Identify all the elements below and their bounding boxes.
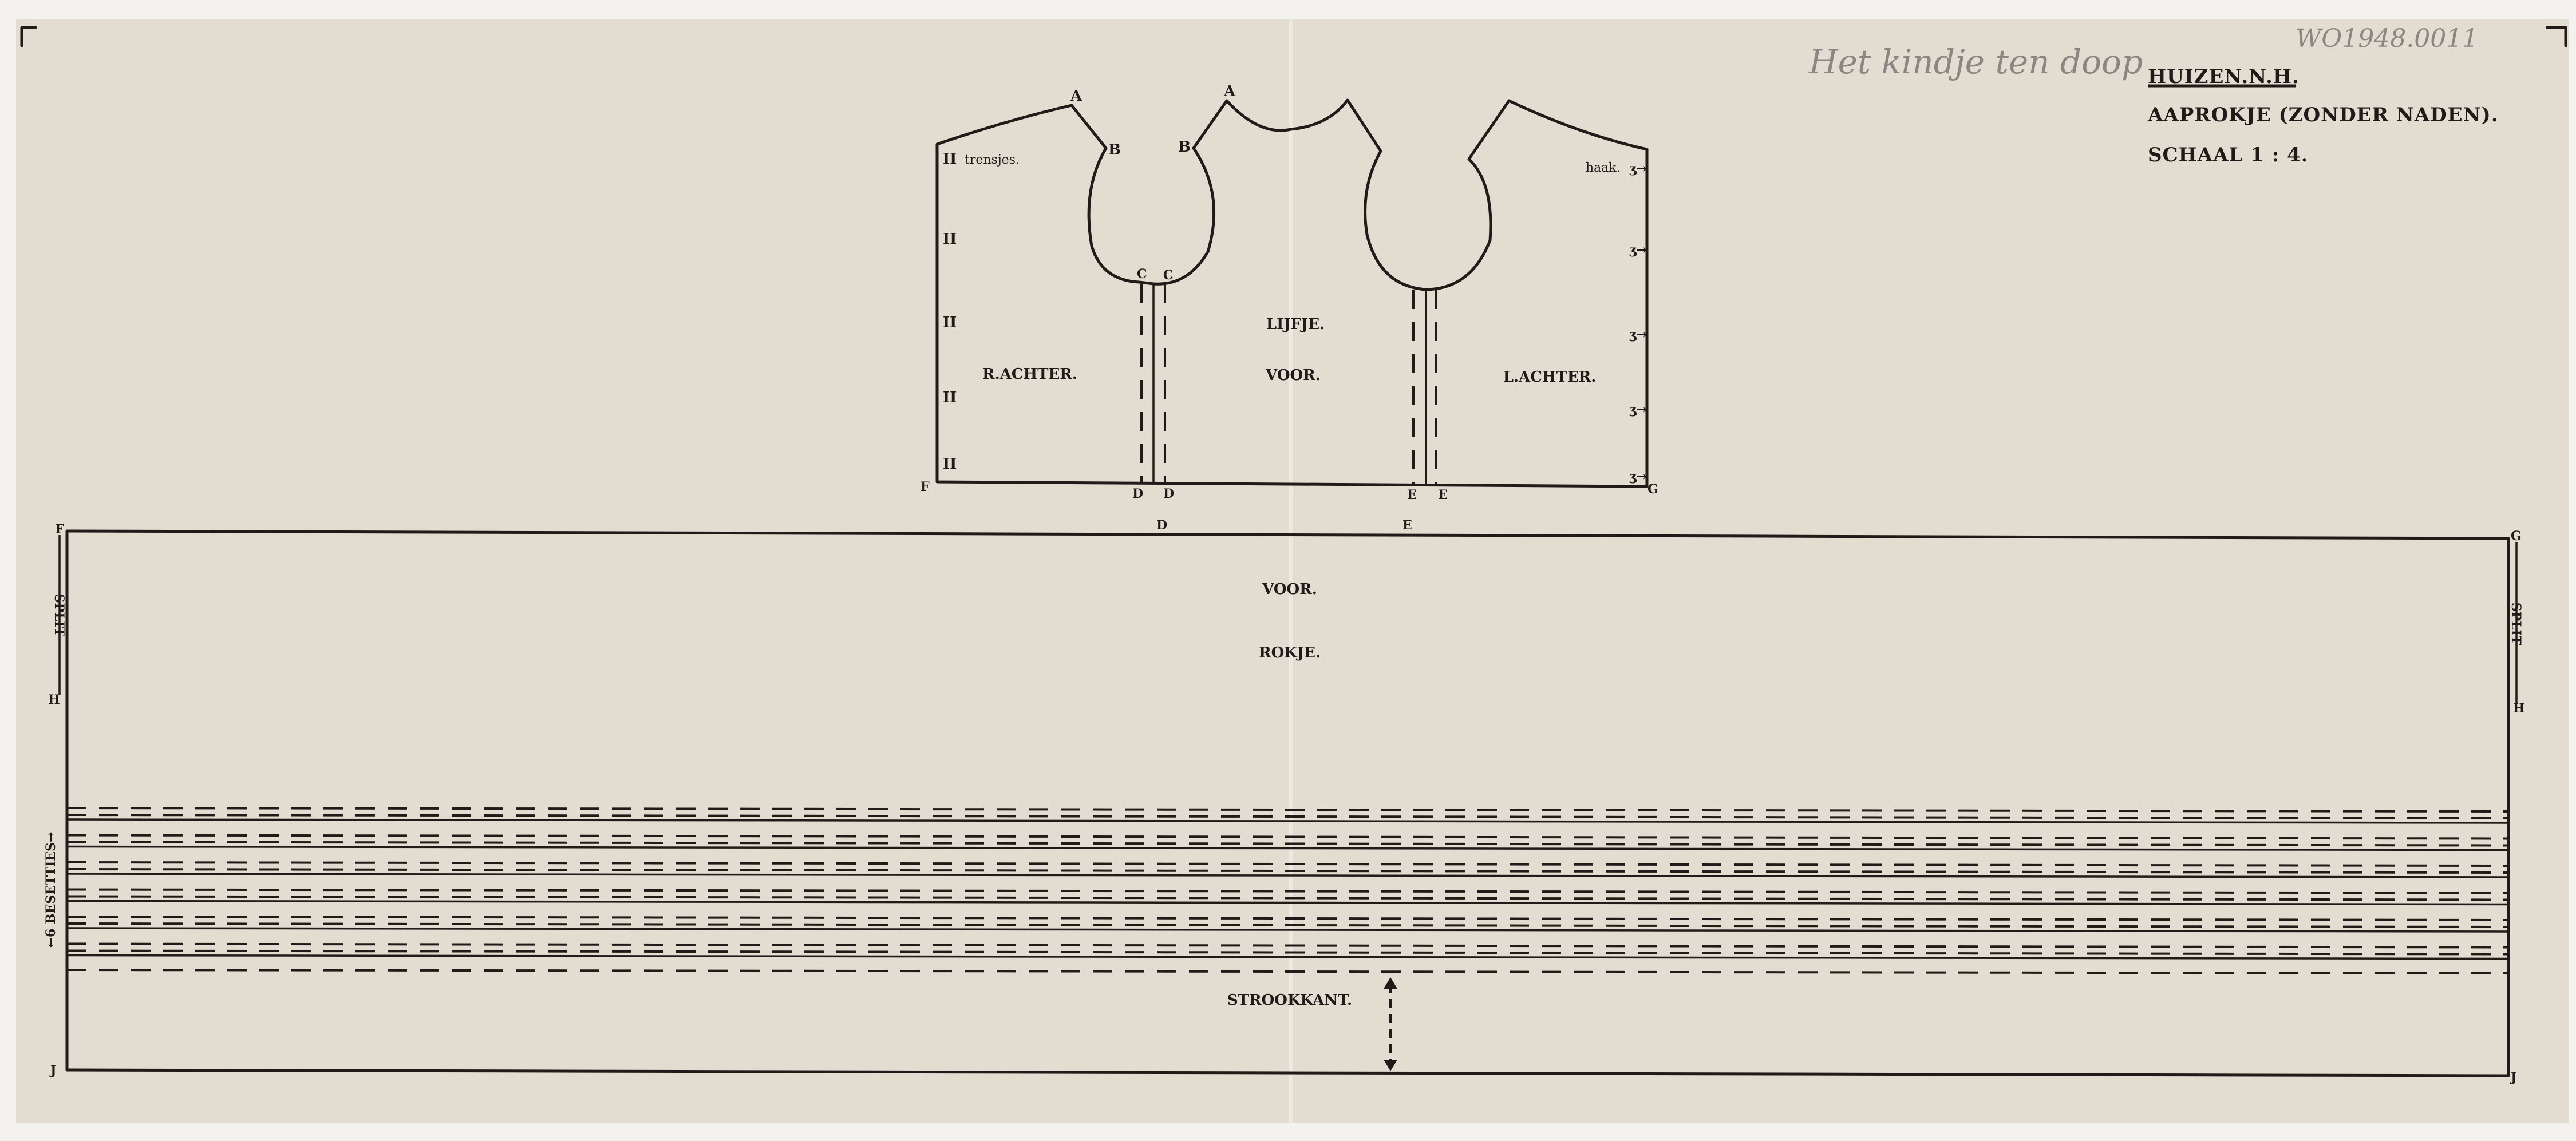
point-f: F: [920, 480, 930, 494]
trim-stitch-line: [66, 834, 2509, 840]
point-c: C: [1163, 268, 1174, 283]
point-c: C: [1137, 267, 1147, 282]
trim-stitch-line: [66, 868, 2509, 874]
selvedge-label: STROOKKANT.: [1227, 992, 1352, 1009]
bodice-pattern: A A B B C C D D E E F G II trensjes. II …: [920, 83, 1658, 502]
split-label-right: SPLIT: [2508, 603, 2523, 645]
point-h: H: [48, 692, 60, 707]
trim-band-edge: [66, 845, 2509, 851]
bodice-outline: [935, 98, 1649, 488]
trim-stitch-line: [66, 942, 2509, 949]
scale-label: SCHAAL 1 : 4.: [2148, 144, 2309, 167]
trim-stitch-line: [66, 922, 2509, 928]
trim-band-edge: [66, 818, 2509, 824]
subject-title: AAPROKJE (ZONDER NADEN).: [2147, 104, 2499, 126]
point-j: J: [49, 1063, 56, 1078]
split-label-left: SPLIT: [52, 594, 66, 637]
loop-mark: II: [943, 389, 957, 406]
loop-mark: II: [943, 231, 957, 248]
loop-mark: II: [943, 314, 957, 331]
hook-icon: ʒ→: [1629, 161, 1647, 176]
trensjes-label: trensjes.: [965, 153, 1020, 167]
trim-band-edge: [66, 927, 2509, 933]
trim-stitch-line: [66, 814, 2509, 819]
hook-marks: ʒ→ ʒ→ ʒ→ ʒ→ ʒ→: [1629, 161, 1647, 484]
panel-right-back: R.ACHTER.: [982, 366, 1077, 383]
hook-icon: ʒ→: [1629, 402, 1647, 417]
point-j: J: [2510, 1070, 2516, 1085]
point-e: E: [1407, 488, 1417, 502]
trim-bands: [66, 807, 2509, 974]
hook-icon: ʒ→: [1629, 469, 1647, 484]
trim-dash-dot-line: [66, 969, 2509, 974]
trim-band-edge: [66, 873, 2509, 878]
skirt-pattern: D E F H J G H J SPLIT SPLIT ←6 BESETTIES…: [44, 518, 2525, 1085]
selvedge-arrow: [1384, 977, 1397, 1071]
trim-band-edge: [66, 954, 2509, 960]
point-b: B: [1178, 138, 1191, 156]
point-g: G: [1647, 482, 1658, 497]
point-e: E: [1438, 488, 1448, 502]
trim-stitch-line: [66, 841, 2509, 847]
trim-stitch-line: [66, 949, 2509, 956]
loop-mark: II: [943, 455, 957, 473]
bodice-title: LIJFJE.: [1266, 316, 1325, 333]
point-d: D: [1156, 518, 1167, 533]
corner-mark-top-right: [2546, 26, 2567, 47]
trim-label: ←6 BESETTIES→: [44, 832, 58, 948]
panel-left-back: L.ACHTER.: [1503, 369, 1597, 386]
point-e: E: [1402, 518, 1412, 533]
point-d: D: [1163, 486, 1174, 501]
point-d: D: [1132, 486, 1143, 501]
trim-stitch-line: [66, 888, 2509, 894]
point-a: A: [1070, 88, 1082, 105]
skirt-front-label: VOOR.: [1262, 581, 1317, 598]
point-h: H: [2513, 701, 2525, 716]
panel-front: VOOR.: [1265, 367, 1321, 384]
hook-label: haak.: [1586, 161, 1621, 175]
trim-stitch-line: [66, 895, 2509, 901]
trim-band-edge: [66, 900, 2509, 906]
trim-stitch-line: [66, 861, 2509, 867]
place-title: HUIZEN.N.H.: [2148, 65, 2300, 88]
point-b: B: [1108, 141, 1121, 159]
corner-mark-top-left: [20, 26, 37, 47]
hook-icon: ʒ→: [1629, 327, 1647, 342]
inventory-number: WO1948.0011: [2296, 24, 2478, 53]
trim-stitch-line: [66, 916, 2509, 921]
trim-stitch-line: [66, 807, 2509, 813]
point-f: F: [55, 522, 64, 537]
hook-icon: ʒ→: [1629, 243, 1647, 257]
point-a: A: [1223, 83, 1236, 100]
loop-mark: II: [943, 150, 957, 168]
skirt-title: ROKJE.: [1259, 644, 1321, 661]
point-g: G: [2511, 529, 2522, 544]
pencil-note: Het kindje ten doop: [1808, 42, 2143, 81]
